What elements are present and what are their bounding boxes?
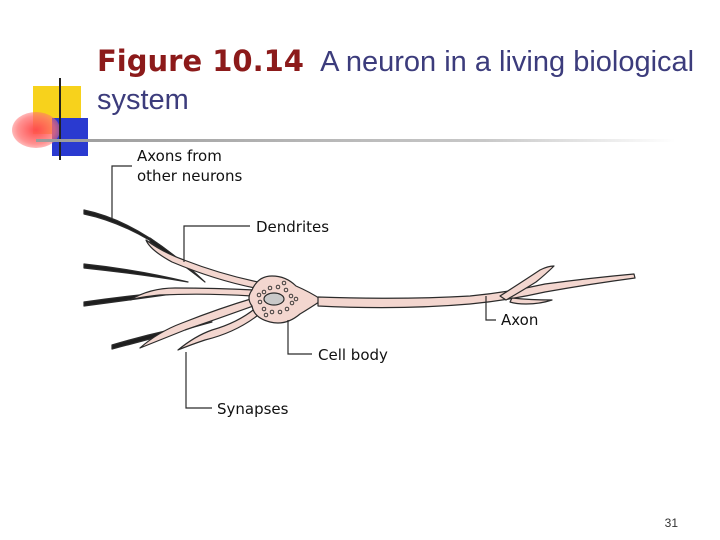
nucleus [263, 292, 285, 306]
title-rule [36, 139, 676, 142]
deco-red-blob [12, 112, 60, 148]
label-axons-line2: other neurons [137, 167, 242, 185]
leader-synapses [185, 352, 212, 409]
leader-axons [111, 165, 132, 218]
dendrite [129, 287, 255, 301]
axon-branch [509, 297, 553, 305]
dendrite [177, 305, 263, 351]
leader-axon [485, 296, 496, 321]
axon [317, 273, 636, 309]
leader-cell-body [287, 320, 312, 355]
cell-body [248, 275, 323, 324]
incoming-axon [83, 263, 189, 283]
figure-number: Figure 10.14 [97, 44, 304, 78]
label-synapses: Synapses [217, 400, 289, 418]
page-number: 31 [664, 516, 678, 530]
deco-vertical-line [59, 78, 61, 160]
axon-branch [499, 265, 555, 301]
label-cell-body: Cell body [318, 346, 388, 364]
label-axons-line1: Axons from [137, 147, 222, 165]
organelles [256, 280, 299, 318]
label-axon: Axon [501, 311, 538, 329]
slide-title: Figure 10.14 A neuron in a living biolog… [97, 42, 697, 119]
title-text: A neuron in a living biological system [97, 46, 695, 116]
leader-dendrites [183, 225, 250, 262]
dendrite [145, 239, 259, 289]
label-dendrites: Dendrites [256, 218, 329, 236]
dendrite [139, 297, 257, 349]
